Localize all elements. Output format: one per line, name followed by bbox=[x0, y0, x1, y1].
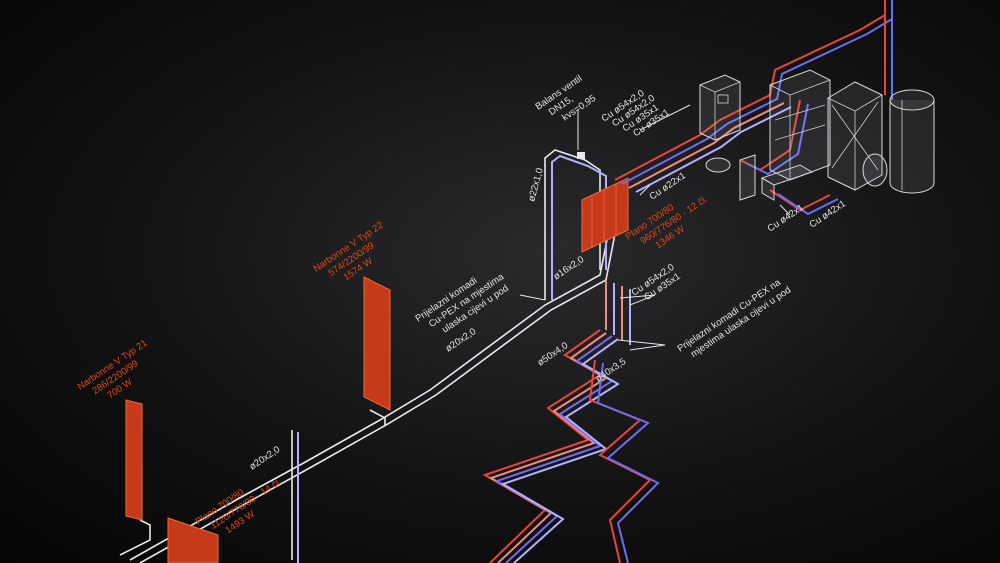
left-risers bbox=[119, 409, 386, 563]
floor-pipes bbox=[482, 329, 660, 563]
label-balancing-valve: Balans ventil DN15, kvs=0,95 bbox=[534, 73, 599, 123]
distribution-line bbox=[129, 199, 631, 563]
leader-lines bbox=[519, 104, 791, 351]
water-tank bbox=[889, 89, 935, 194]
label-radiator-narbonne-22: Narbonne V Typ 22 574/2200/99 1574 W bbox=[312, 220, 386, 284]
label-cu-mid: Cu ø54x2,0 Cu ø35x1 bbox=[630, 262, 683, 303]
radiator-plano-1 bbox=[167, 517, 219, 563]
label-cu-42a: Cu ø42x1 bbox=[766, 202, 806, 234]
radiator-narbonne-21 bbox=[125, 399, 143, 521]
boiler-unit bbox=[699, 74, 741, 141]
label-dim-20b: ø20x2,0 bbox=[248, 444, 283, 472]
radiator-plano-2 bbox=[581, 177, 629, 253]
label-line: Prijelazni komadi Cu-PEX na bbox=[676, 277, 784, 355]
label-transition-pieces-2: Prijelazni komadi Cu-PEX na mjestima ula… bbox=[676, 277, 794, 360]
pump-unit bbox=[705, 154, 814, 201]
label-dim-22: ø22x1,0 bbox=[526, 167, 546, 203]
label-cu-top: Cu ø54x2,0 Cu ø54x2,0 Cu ø35x1 Cu ø35x1 bbox=[600, 88, 672, 139]
label-line: Cu ø42x1 bbox=[766, 202, 806, 234]
plant-pipes bbox=[614, 0, 893, 216]
radiator-narbonne-22 bbox=[363, 276, 391, 411]
heat-pump-unit bbox=[769, 69, 831, 181]
label-line: mjestima ulaska cijevi u pod bbox=[689, 285, 793, 360]
buffer-tank bbox=[827, 81, 888, 191]
balancing-valve-icon bbox=[577, 152, 585, 159]
label-radiator-plano-2: Plano 700/80 960/776/80 - 12 čl. 1346 W bbox=[624, 194, 710, 251]
label-dim-16: ø16x2,0 bbox=[552, 254, 587, 282]
label-radiator-narbonne-21: Narbonne V Typ 21 286/2200/99 700 W bbox=[76, 338, 150, 402]
